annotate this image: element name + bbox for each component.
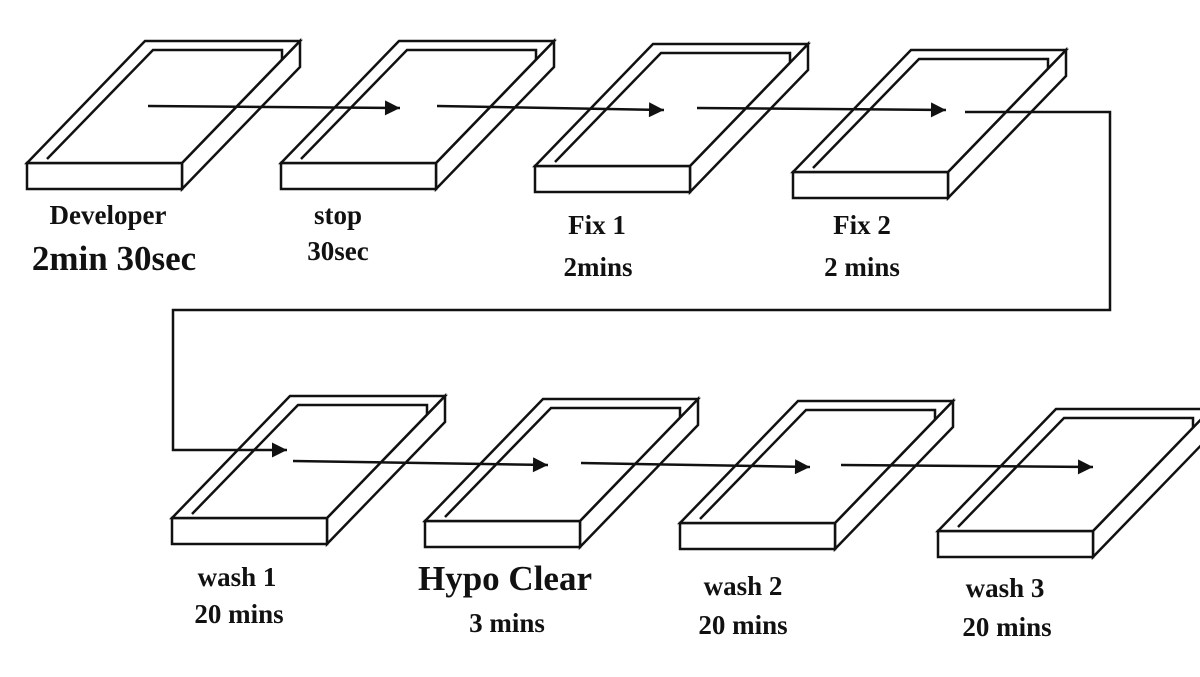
- step-time-fix-1: 2mins: [563, 252, 633, 282]
- step-name-wash-1: wash 1: [197, 562, 277, 592]
- step-time-wash-3: 20 mins: [962, 612, 1052, 642]
- step-time-hypo-clear: 3 mins: [469, 608, 545, 638]
- step-name-wash-3: wash 3: [965, 573, 1045, 603]
- step-name-wash-2: wash 2: [703, 571, 783, 601]
- step-name-stop: stop: [313, 200, 363, 230]
- step-time-developer: 2min 30sec: [31, 239, 197, 278]
- step-time-wash-2: 20 mins: [698, 610, 788, 640]
- step-name-developer: Developer: [49, 200, 167, 230]
- step-name-hypo-clear: Hypo Clear: [417, 559, 593, 598]
- flow-arrow-wash-2-to-wash-3: [840, 459, 1094, 475]
- tray-hypo-clear: [422, 395, 701, 551]
- tray-wash-1: [169, 392, 448, 548]
- flow-arrow-stop-to-fix-1: [436, 102, 665, 118]
- flow-arrow-wash-1-to-hypo-clear: [292, 457, 549, 473]
- step-time-fix-2: 2 mins: [824, 252, 900, 282]
- step-time-wash-1: 20 mins: [194, 599, 284, 629]
- tray-wash-3: [935, 407, 1200, 561]
- tray-developer: [24, 37, 303, 193]
- tray-stop: [278, 37, 557, 193]
- tray-wash-2: [677, 397, 956, 553]
- tray-fix-1: [532, 40, 811, 196]
- step-name-fix-2: Fix 2: [833, 210, 891, 240]
- tray-fix-2: [790, 46, 1069, 202]
- flow-arrow-hypo-clear-to-wash-2: [580, 459, 811, 475]
- flow-arrow-fix-1-to-fix-2: [696, 102, 947, 118]
- step-time-stop: 30sec: [307, 236, 369, 266]
- step-name-fix-1: Fix 1: [568, 210, 626, 240]
- flow-connector-fix-2-to-wash-1: [171, 110, 1112, 458]
- flow-arrow-developer-to-stop: [147, 100, 401, 116]
